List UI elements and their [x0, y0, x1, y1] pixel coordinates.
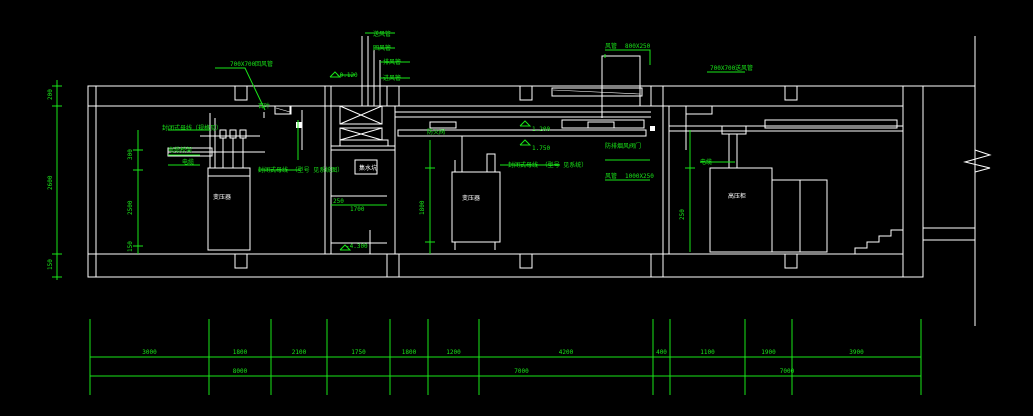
dimension-label-row2: 7000: [780, 368, 795, 375]
dimension-label-row1: 4200: [559, 349, 574, 356]
annotation-lines: [52, 32, 745, 280]
dimension-label-row1: 3000: [142, 349, 157, 356]
transformer-left-label: 变压器: [213, 193, 231, 201]
supply-air-size-right: 700X700: [710, 65, 736, 72]
height-2: 2600: [47, 175, 54, 190]
dimension-label-row1: 1800: [402, 349, 417, 356]
elev-4: -0.120: [336, 72, 358, 79]
shaft-dampers: 集水坑: [331, 36, 395, 254]
cable-note-left-1: 封闭式母线（规格见）: [162, 124, 222, 132]
fan-coil-note: 防排烟风阀门: [605, 142, 641, 150]
return-air-size: 700X700: [230, 61, 256, 68]
dimension-label-row1: 3900: [849, 349, 864, 356]
dimension-label-row1: 400: [656, 349, 667, 356]
transformer-mid: [451, 171, 501, 243]
inner-dim-4: 2500: [127, 200, 134, 215]
return-air-label: 回风管: [373, 44, 391, 52]
cable-note-left-2: 电缆桥架: [168, 146, 192, 154]
section-top-label: 风管: [605, 42, 617, 50]
dimension-label-row1: 1900: [761, 349, 776, 356]
left-room: 变压器: [167, 105, 303, 251]
exhaust-label: 排风管: [383, 58, 401, 66]
transformer-left: [207, 167, 251, 251]
transformer-mid-label: 变压器: [462, 194, 480, 202]
inner-dim-6: 1700: [350, 206, 365, 213]
fire-damper-label: 防火阀: [427, 128, 445, 136]
intake-label: 进风管: [383, 74, 401, 82]
louver-label: 百叶: [258, 102, 270, 110]
section-top-size: 800X250: [625, 43, 651, 50]
supply-air-label: 送风管: [373, 30, 391, 38]
inner-dim-5: 150: [127, 241, 134, 252]
supply-air-right-label: 送风管: [735, 64, 753, 72]
dimension-label-row2: 8000: [233, 368, 248, 375]
elev-3: -4.300: [346, 243, 368, 250]
inner-dim-8: 1800: [419, 200, 426, 215]
middle-room: 变压器: [395, 55, 655, 250]
cable-note-left-3: 电缆: [182, 158, 194, 166]
inner-dim-7: 250: [333, 198, 344, 205]
right-room: 高压柜: [669, 105, 903, 253]
inner-dim-1: 300: [127, 149, 134, 160]
section-bottom-label: 风管: [605, 172, 617, 180]
inner-dim-3: 250: [679, 209, 686, 220]
height-3: 150: [47, 259, 54, 270]
return-air-duct-label: 回风管: [255, 60, 273, 68]
elev-2: 1.750: [532, 145, 550, 152]
dimension-label-row2: 7000: [514, 368, 529, 375]
transformer-right: [709, 167, 773, 253]
dimension-label-row1: 1750: [351, 349, 366, 356]
pump-box: [354, 159, 378, 175]
floor-slab-structure: [87, 36, 992, 326]
dimension-label-row1: 1100: [700, 349, 715, 356]
dimension-label-row1: 2100: [292, 349, 307, 356]
height-1: 200: [47, 89, 54, 100]
elev-1: 1.200: [532, 126, 550, 133]
annotation-text: 700X700 回风管 送风管 回风管 排风管 进风管 -0.120 风管 80…: [47, 30, 753, 270]
pump-label: 集水坑: [359, 164, 377, 172]
cable-note-right-1: 电缆: [700, 158, 712, 166]
cable-note-left-4: 封闭式母线 （型号 见系统图）: [258, 166, 343, 174]
dimension-label-row1: 1800: [233, 349, 248, 356]
duct-hatch: [275, 89, 641, 113]
dimension-chain: 3000 1800 2100 1750 1800 1200 4200 400 1100 1900 3…: [89, 319, 922, 395]
dimension-label-row1: 1200: [446, 349, 461, 356]
section-bottom-size: 1000X250: [625, 173, 654, 180]
cable-note-mid-1: 封闭式母线 （型号 见系统）: [508, 161, 587, 169]
transformer-right-label: 高压柜: [728, 192, 746, 200]
